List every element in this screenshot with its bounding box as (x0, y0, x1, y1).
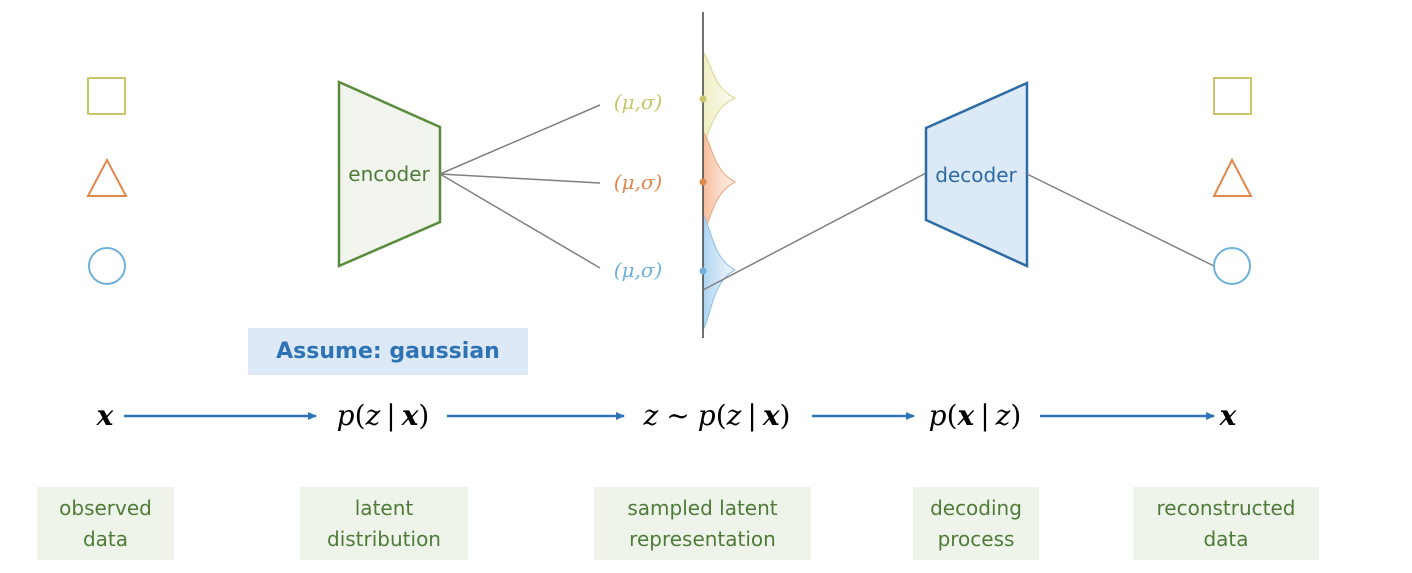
assumption-banner: Assume: gaussian (248, 328, 528, 375)
mean-dot-blue (699, 267, 707, 275)
pipeline-decode: p(x|z) (929, 399, 1022, 432)
caption-line: data (1203, 526, 1249, 551)
gaussian-orange (702, 130, 737, 234)
encoder-to-param-bot-line (439, 173, 601, 269)
caption-line: distribution (327, 526, 441, 551)
input-triangle-icon (86, 157, 128, 197)
param-mid-label: (μ,σ) (614, 170, 663, 194)
pipeline-latent-dist: p(z|x) (337, 399, 430, 432)
caption-line: decoding (930, 495, 1022, 520)
param-top-label: (μ,σ) (614, 90, 663, 114)
output-triangle-icon (1212, 157, 1253, 197)
caption-line: data (82, 526, 129, 551)
decoder-to-output-line (1026, 173, 1215, 267)
mean-dot-yellow (699, 95, 707, 103)
encoder-to-param-mid-line (439, 173, 601, 184)
caption-sampled-latent: sampled latent representation (594, 487, 811, 560)
encoder-to-param-top-line (439, 104, 601, 175)
input-circle-icon (88, 247, 126, 285)
caption-line: observed (59, 495, 152, 520)
caption-line: latent (354, 495, 414, 520)
param-bot-label: (μ,σ) (614, 258, 663, 282)
caption-reconstructed-data: reconstructed data (1133, 487, 1319, 560)
decoder-label: decoder (935, 163, 1017, 187)
output-square-icon (1213, 77, 1252, 115)
encoder-label: encoder (348, 162, 430, 186)
mean-dot-orange (699, 178, 707, 186)
pipeline-input-x: x (96, 399, 114, 432)
caption-decoding-process: decoding process (913, 487, 1039, 560)
pipeline-output-x: x (1219, 399, 1237, 432)
caption-line: reconstructed (1156, 495, 1296, 520)
gaussian-yellow (702, 50, 737, 146)
caption-line: sampled latent (627, 495, 778, 520)
caption-line: process (937, 526, 1015, 551)
caption-latent-distribution: latent distribution (300, 487, 468, 560)
caption-line: representation (629, 526, 776, 551)
sample-to-decoder-line (702, 172, 927, 291)
caption-observed-data: observed data (37, 487, 174, 560)
output-circle-icon (1213, 247, 1251, 285)
pipeline-sampled: z~p(z|x) (643, 399, 791, 432)
decoder-block (924, 81, 1029, 268)
gaussian-blue (702, 213, 737, 332)
input-square-icon (87, 77, 126, 115)
encoder-block (337, 80, 442, 268)
